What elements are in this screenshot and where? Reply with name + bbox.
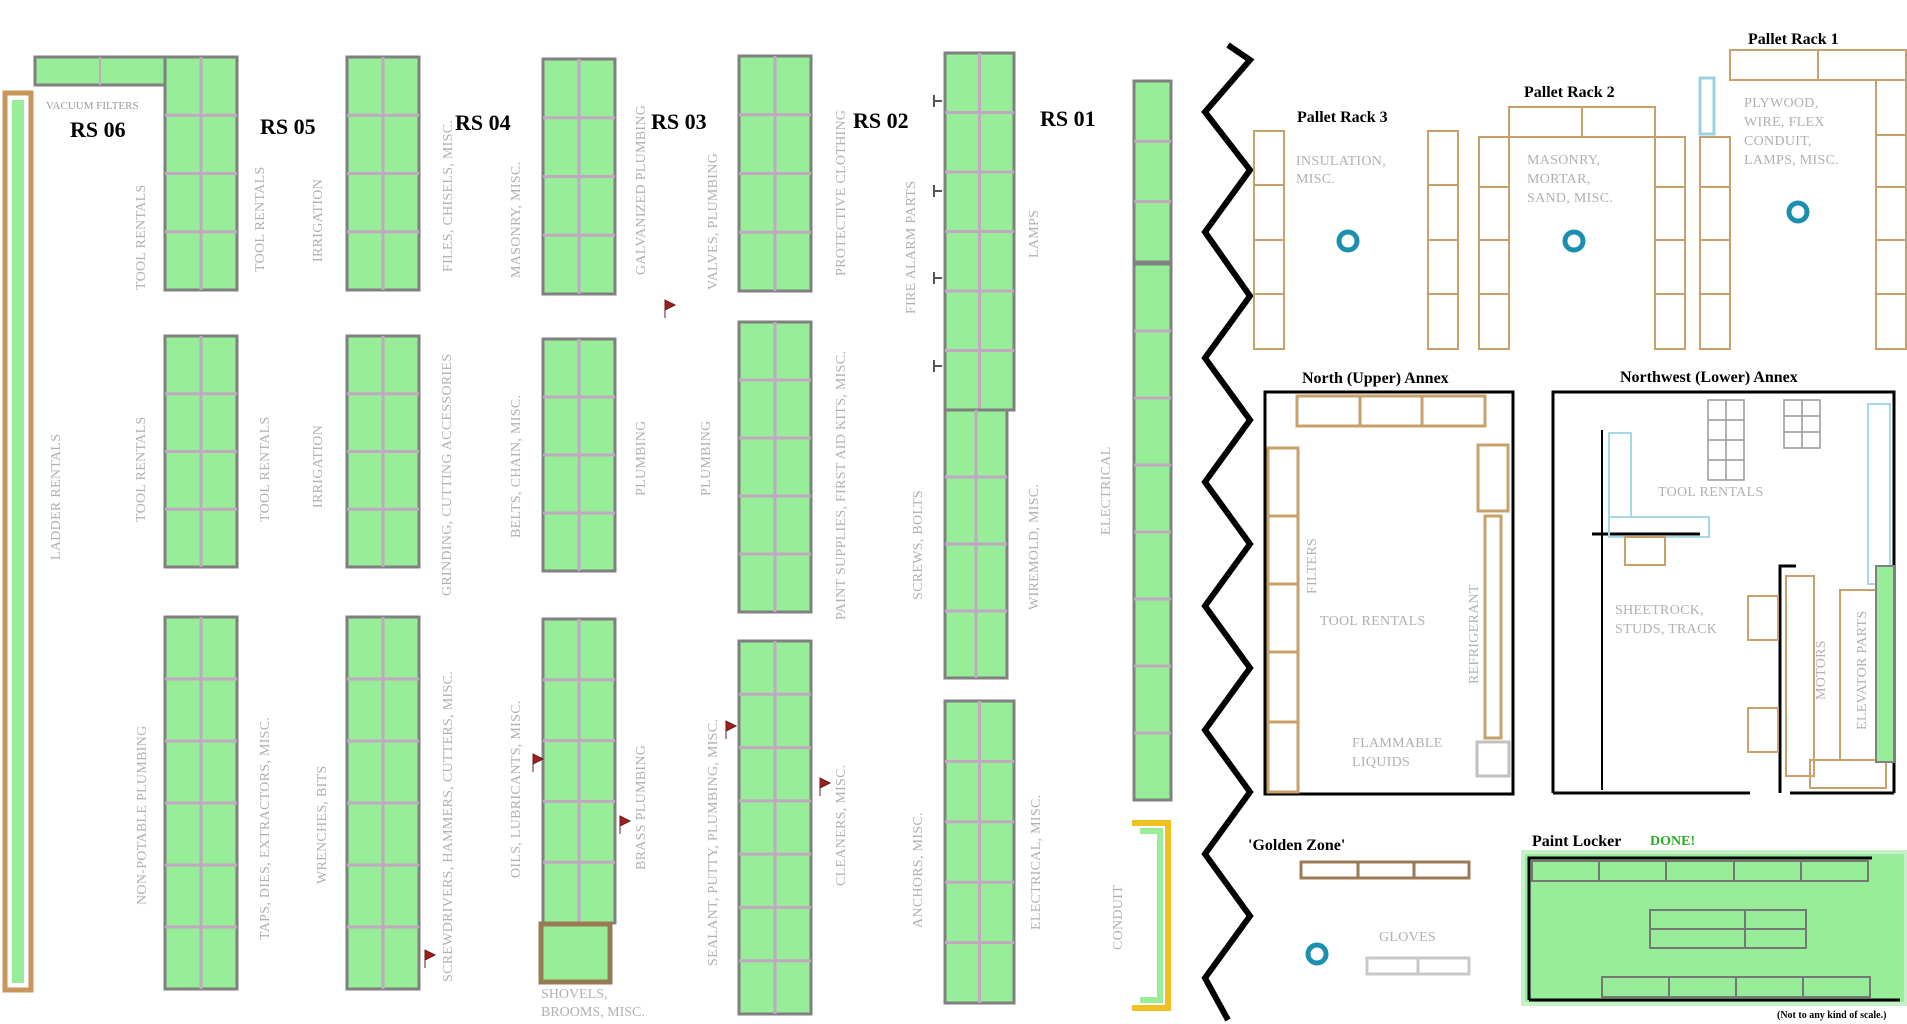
pallet-rack-3-title: Pallet Rack 3 (1297, 109, 1388, 126)
masonry-label-2: MORTAR, (1527, 172, 1591, 187)
insulation-label: INSULATION, (1296, 154, 1386, 169)
oils-lubricants-label: OILS, LUBRICANTS, MISC. (509, 700, 524, 878)
plumbing-label: PLUMBING (634, 420, 649, 496)
pallet-racks (1253, 49, 1907, 350)
row-rs01-title: RS 01 (1040, 106, 1096, 131)
shovels-label: SHOVELS, (541, 987, 608, 1002)
northwest-annex-title: Northwest (Lower) Annex (1620, 369, 1798, 386)
elevator-parts-label: ELEVATOR PARTS (1855, 611, 1870, 730)
plywood-label-4: LAMPS, MISC. (1744, 153, 1839, 168)
taps-dies-label: TAPS, DIES, EXTRACTORS, MISC. (258, 717, 273, 940)
tool-rentals-label: TOOL RENTALS (253, 166, 268, 272)
vacuum-filters-label: VACUUM FILTERS (46, 100, 139, 112)
ladder-rentals-label: LADDER RENTALS (49, 434, 64, 560)
flammable-label: FLAMMABLE (1352, 736, 1443, 751)
irrigation-label: IRRIGATION (311, 179, 326, 262)
golden-zone-title: 'Golden Zone' (1248, 837, 1345, 854)
nw-tool-racks (1707, 399, 1821, 481)
fire-alarm-label: FIRE ALARM PARTS (904, 181, 919, 314)
files-chisels-label: FILES, CHISELS, MISC. (441, 120, 456, 272)
paint-locker-shelves (1531, 860, 1871, 998)
motors-label: MOTORS (1814, 640, 1829, 700)
non-potable-plumbing-label: NON-POTABLE PLUMBING (135, 726, 150, 906)
brass-plumbing-label: BRASS PLUMBING (634, 745, 649, 870)
tool-rentals-label: TOOL RENTALS (134, 416, 149, 522)
plywood-label-3: CONDUIT, (1744, 134, 1812, 149)
row-rs02-title: RS 02 (853, 108, 909, 133)
valves-plumbing-label: VALVES, PLUMBING (706, 153, 721, 290)
electrical-misc-label: ELECTRICAL, MISC. (1029, 795, 1044, 930)
golden-zone-shelf (1299, 860, 1471, 880)
masonry-label: MASONRY, (1527, 153, 1600, 168)
sealant-label: SEALANT, PUTTY, PLUMBING, MISC. (706, 719, 721, 966)
row-rs05-title: RS 05 (260, 114, 316, 139)
scale-note: (Not to any kind of scale.) (1777, 1010, 1886, 1021)
row-rs03-title: RS 03 (651, 109, 707, 134)
north-annex-shelves (1266, 394, 1510, 794)
paint-supplies-label: PAINT SUPPLIES, FIRST AID KITS, MISC. (834, 351, 849, 620)
paint-locker-title: Paint Locker (1532, 833, 1621, 850)
plumbing-label: PLUMBING (699, 420, 714, 496)
filters-label: FILTERS (1305, 538, 1320, 594)
row-rs06-title: RS 06 (70, 117, 126, 142)
gloves-shelf (1365, 956, 1471, 976)
shelf-unit (1132, 79, 1173, 264)
north-tool-rentals-label: TOOL RENTALS (1320, 614, 1426, 629)
blue-bin (1698, 76, 1716, 136)
sheetrock-label-2: STUDS, TRACK (1615, 622, 1717, 637)
tool-rentals-label: TOOL RENTALS (258, 416, 273, 522)
plywood-label: PLYWOOD, (1744, 96, 1819, 111)
gloves-label: GLOVES (1379, 930, 1436, 945)
grinding-label: GRINDING, CUTTING ACCESSORIES (440, 354, 455, 596)
support-posts (1305, 200, 1810, 966)
lamps-label: LAMPS (1027, 210, 1042, 258)
electrical-label: ELECTRICAL (1099, 446, 1114, 535)
masonry-misc-label: MASONRY, MISC. (509, 162, 524, 278)
galvanized-plumbing-label: GALVANIZED PLUMBING (634, 105, 649, 275)
northwest-annex-room (1551, 390, 1896, 793)
insulation-label-2: MISC. (1296, 172, 1335, 187)
north-annex-room (1263, 390, 1515, 796)
row-rs04-title: RS 04 (455, 110, 511, 135)
north-annex-title: North (Upper) Annex (1302, 370, 1449, 387)
fire-alarm-ticks (933, 95, 942, 372)
sheetrock-label: SHEETROCK, (1615, 603, 1704, 618)
ladder-rack-fill (12, 100, 24, 983)
belts-chain-label: BELTS, CHAIN, MISC. (509, 395, 524, 538)
elevator-parts-shelf (1875, 565, 1895, 763)
conduit-rack (1132, 820, 1171, 1011)
cleaners-label: CLEANERS, MISC. (834, 764, 849, 886)
conduit-label: CONDUIT (1111, 885, 1126, 950)
protective-clothing-label: PROTECTIVE CLOTHING (834, 110, 849, 276)
zigzag-divider (1201, 42, 1255, 1022)
shovels-bin (538, 921, 613, 985)
irrigation-label: IRRIGATION (311, 425, 326, 508)
masonry-label-3: SAND, MISC. (1527, 191, 1613, 206)
nw-tool-rentals-label: TOOL RENTALS (1658, 485, 1764, 500)
screws-bolts-label: SCREWS, BOLTS (911, 490, 926, 600)
red-flags (424, 299, 832, 968)
shelf-units (163, 51, 1173, 1016)
wrenches-bits-label: WRENCHES, BITS (315, 765, 330, 884)
screwdrivers-label: SCREWDRIVERS, HAMMERS, CUTTERS, MISC. (441, 671, 456, 982)
shovels-label-2: BROOMS, MISC. (541, 1005, 645, 1020)
wiremold-label: WIREMOLD, MISC. (1027, 484, 1042, 610)
pallet-rack-2-title: Pallet Rack 2 (1524, 84, 1615, 101)
pallet-rack-1-title: Pallet Rack 1 (1748, 31, 1839, 48)
done-badge: DONE! (1650, 834, 1695, 849)
refrigerant-label: REFRIGERANT (1467, 584, 1482, 684)
flammable-label-2: LIQUIDS (1352, 755, 1410, 770)
ladder-rack (2, 90, 34, 993)
nw-wood-shelves (1624, 536, 1891, 789)
anchors-label: ANCHORS, MISC. (911, 812, 926, 928)
tool-rentals-label: TOOL RENTALS (134, 184, 149, 290)
plywood-label-2: WIRE, FLEX (1744, 115, 1825, 130)
